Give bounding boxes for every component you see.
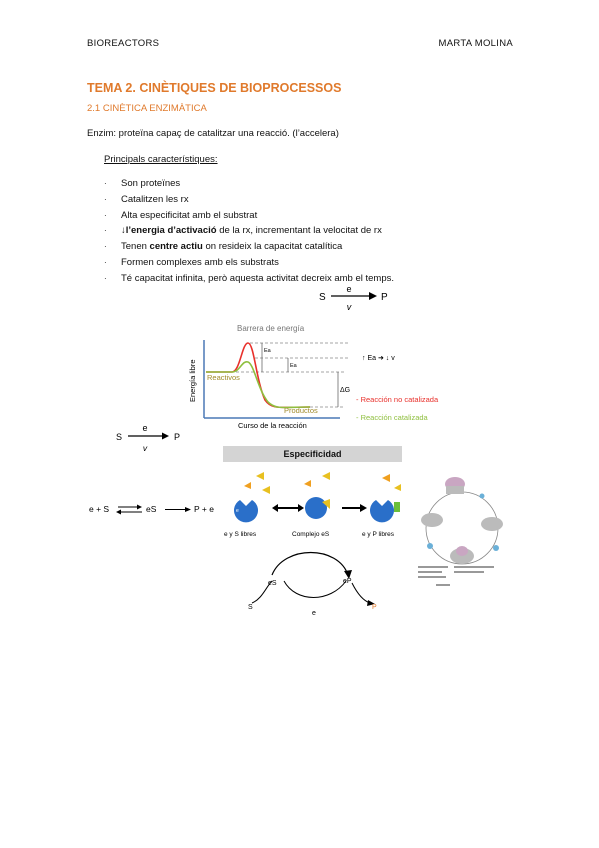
- page-title: TEMA 2. CINÈTIQUES DE BIOPROCESSOS: [87, 81, 342, 95]
- svg-text:eS: eS: [146, 504, 157, 514]
- list-item: ·Tenen centre actiu on resideix la capac…: [104, 241, 343, 253]
- complex-label: Complejo eS: [292, 531, 330, 538]
- svg-text:P: P: [174, 432, 180, 442]
- list-item: ·Formen complexes amb els substrats: [104, 256, 279, 268]
- svg-text:e: e: [142, 424, 147, 433]
- section-subtitle: 2.1 CINÈTICA ENZIMÀTICA: [87, 103, 207, 114]
- products-label: e y P libres: [362, 531, 395, 538]
- list-item: ·Alta especificitat amb el substrat: [104, 209, 258, 221]
- header-right: MARTA MOLINA: [438, 38, 513, 49]
- x-axis-label: Curso de la reacción: [238, 421, 307, 430]
- svg-text:e: e: [236, 508, 239, 514]
- svg-text:P + e: P + e: [194, 504, 214, 514]
- products-label: Productos: [284, 406, 318, 415]
- enzyme-substrate-complex-icon: [305, 497, 330, 519]
- catalytic-cycle: eS eP S e P: [248, 552, 377, 617]
- cycle-es-label: eS: [268, 580, 277, 587]
- legend-catalyzed: - Reacción catalizada: [356, 413, 429, 422]
- free-label: e y S libres: [224, 531, 257, 538]
- svg-text:v: v: [143, 443, 148, 453]
- enzyme-cycle-illustration: [418, 477, 503, 586]
- svg-text:e + S: e + S: [89, 504, 109, 514]
- characteristics-heading: Principals característiques:: [104, 154, 218, 165]
- ea-rate-note: ↑ Ea ➜ ↓ v: [362, 355, 395, 362]
- barrier-label: Barrera de energía: [237, 324, 305, 333]
- specificity-diagram: e e y S libres Complejo eS e y P libres: [224, 472, 401, 538]
- enzyme-product-icon: [370, 500, 400, 523]
- delta-g-label: ΔG: [340, 387, 350, 394]
- intro-text: Enzim: proteïna capaç de catalitzar una …: [87, 128, 339, 139]
- header-left: BIOREACTORS: [87, 38, 160, 49]
- reaction-scheme: S e v P: [319, 284, 388, 312]
- cycle-p-label: P: [372, 604, 377, 611]
- ea-label: Ea: [264, 348, 272, 354]
- legend-uncatalyzed: - Reacción no catalizada: [356, 395, 439, 404]
- characteristics-list: ·Son proteïnes ·Catalitzen les rx ·Alta …: [104, 176, 394, 287]
- svg-text:v: v: [347, 302, 352, 312]
- energy-diagram: Barrera de energía Energía libre Curso d…: [188, 324, 439, 430]
- substrate-icon: [256, 472, 264, 480]
- enzyme-icon: e: [234, 500, 258, 523]
- list-item: ·Té capacitat infinita, però aquesta act…: [104, 272, 394, 284]
- list-item: ·Catalitzen les rx: [104, 193, 189, 205]
- enzyme-equation: e + S eS P + e: [89, 504, 214, 515]
- list-item: ·Son proteïnes: [104, 178, 181, 189]
- svg-text:P: P: [381, 292, 388, 303]
- cycle-s-label: S: [248, 604, 253, 611]
- list-item: ·↓l’energia d’activació de la rx, increm…: [104, 225, 382, 237]
- svg-text:S: S: [116, 432, 122, 442]
- catalyzed-curve: [206, 361, 311, 409]
- svg-text:e: e: [346, 284, 351, 294]
- cycle-e-label: e: [312, 610, 316, 617]
- reactants-label: Reactivos: [207, 373, 240, 382]
- cycle-ep-label: eP: [343, 578, 352, 585]
- down-arrow-icon: ↓: [121, 225, 126, 237]
- specificity-title: Especificidad: [223, 446, 402, 462]
- reaction-scheme-2: S e v P: [116, 424, 180, 453]
- svg-text:S: S: [319, 292, 326, 303]
- ea2-label: Ea: [290, 363, 298, 369]
- y-axis-label: Energía libre: [188, 359, 197, 402]
